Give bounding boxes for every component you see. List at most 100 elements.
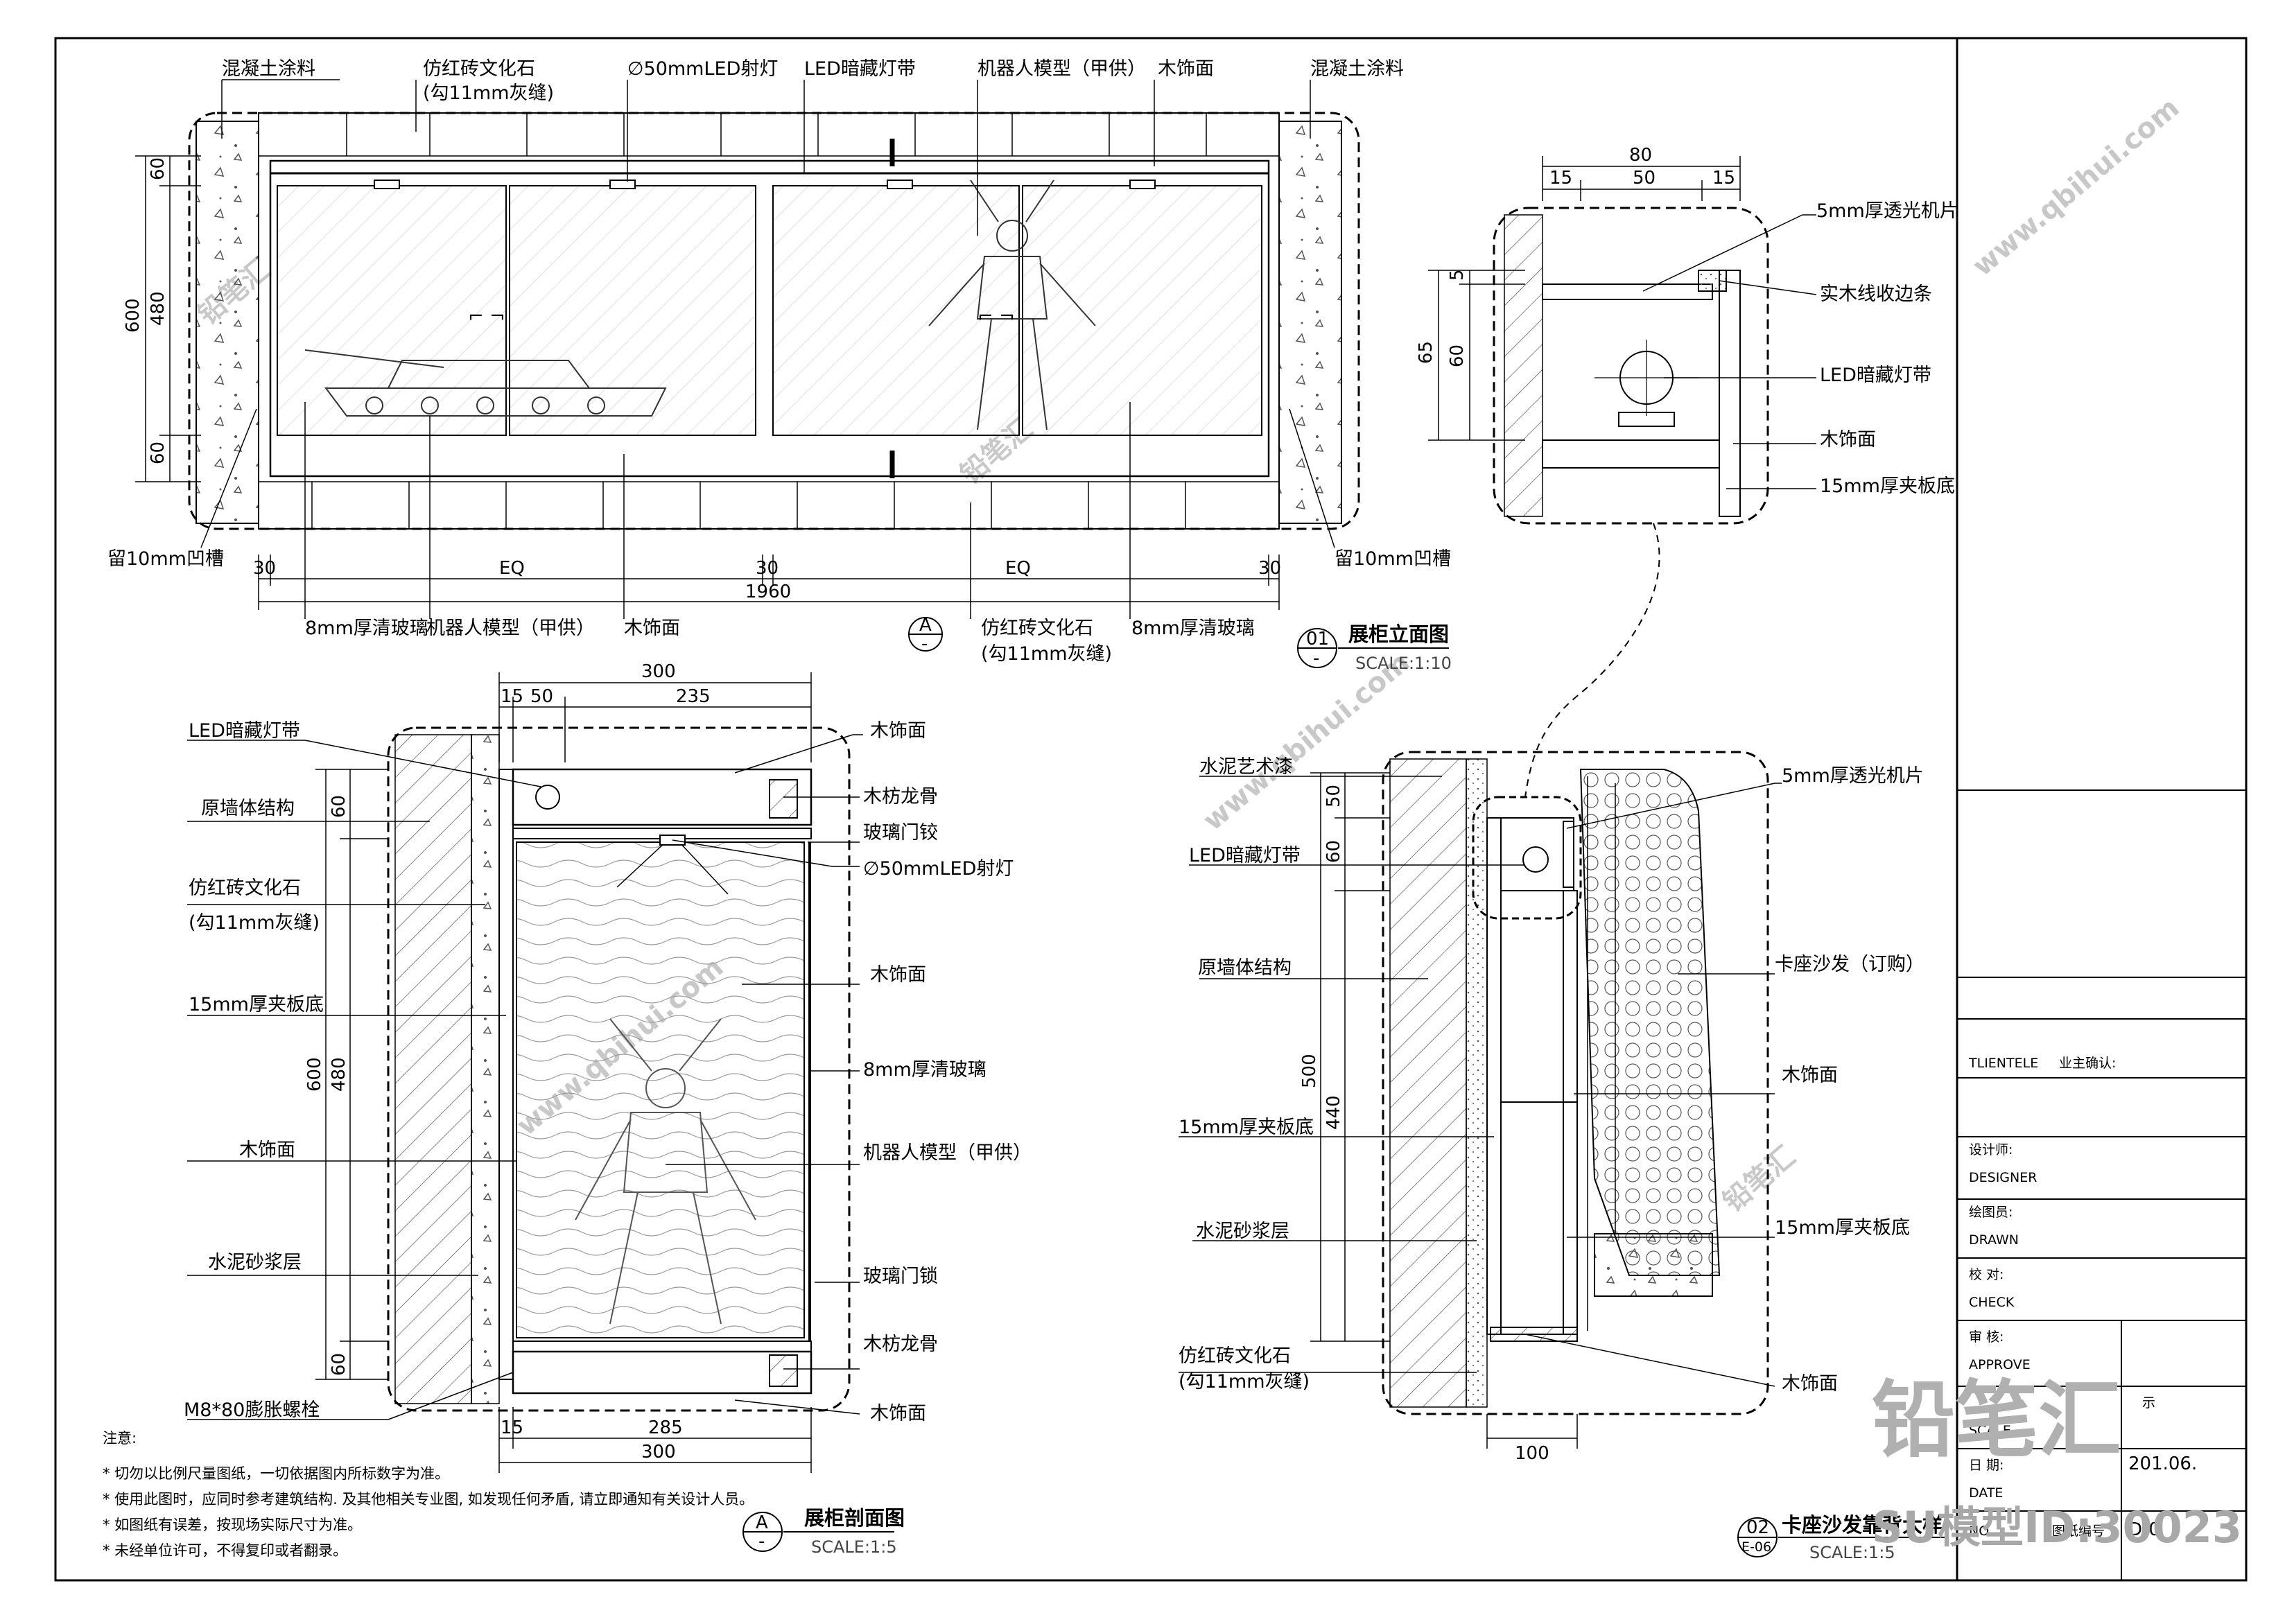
section-label-wood-bottom: 木饰面 [870,1403,926,1424]
label-wood-bottom: 木饰面 [624,618,680,639]
brick-courses [259,113,1279,529]
dim-30-left: 30 [253,558,276,579]
section-title: 展柜剖面图 [804,1506,905,1530]
detail-label-plywood: 15mm厚夹板底 [1820,475,1955,497]
dim-60-top: 60 [148,157,168,180]
section-spotlight-beam [616,841,729,895]
label-brick-bottom: 仿红砖文化石 [981,618,1093,639]
title-owner-confirm: 业主确认: [2059,1056,2116,1071]
sofa-diffuser [1563,821,1574,888]
led-spotlights [374,180,1156,189]
section-label-mortar: 水泥砂浆层 [208,1252,302,1273]
detail-label-diffuser: 5mm厚透光机片 [1816,200,1958,222]
detail-side-board [1719,270,1741,517]
detail-dim-15-left: 15 [1549,168,1572,189]
elevation-number: 01 [1306,629,1329,649]
title-no-cn: 图纸编号 [2052,1523,2105,1539]
sofa-frame-lines [1587,776,1616,1331]
detail-label-wood: 木饰面 [1820,429,1876,451]
glass-panel-4 [1022,185,1262,436]
dim-height-600: 600 [123,298,144,333]
detail-top-board [1542,283,1713,300]
dim-30-right: 30 [1258,558,1281,579]
sofa-inner-board [1563,890,1578,1335]
section-dim-300-top: 300 [641,661,676,682]
detail-dims [1428,156,1741,441]
label-robot-bottom: 机器人模型（甲供） [426,618,595,639]
title-date-value: 201.06. [2128,1453,2197,1474]
title-designer-cn: 设计师: [1969,1142,2013,1158]
section-dim-15-bottom: 15 [501,1417,523,1438]
section-label-wood-top: 木饰面 [870,720,926,742]
detail-label-led: LED暗藏灯带 [1820,365,1931,386]
dim-60-bottom: 60 [148,442,168,464]
detail-wall [1504,214,1543,517]
dim-30-center: 30 [756,558,779,579]
section-dim-285-bottom: 285 [648,1417,683,1438]
section-label-brick: 仿红砖文化石 [189,878,301,899]
sofa-backrest-frame [1500,890,1578,1335]
light-box-detail: 80 15 50 15 65 5 60 5mm厚透光机片 实木线收边条 LED暗… [1416,145,1958,798]
section-label-hinge: 玻璃门铰 [863,822,938,844]
section-label-led: LED暗藏灯带 [189,720,300,742]
section-label-wall: 原墙体结构 [201,798,295,819]
section-scale: SCALE:1:5 [811,1537,897,1557]
sofa-label-cement-paint: 水泥艺术漆 [1199,756,1293,778]
sofa-label-wood: 木饰面 [1782,1065,1838,1086]
section-dim-300-bottom: 300 [641,1442,676,1463]
dim-eq-left: EQ [499,558,525,579]
dim-eq-right: EQ [1005,558,1031,579]
notes-block: 注意: * 切勿以比例尺量图纸，一切依据图内所标数字为准。 * 使用此图时，应同… [103,1430,754,1559]
section-label-batten-top: 木枋龙骨 [863,786,938,807]
section-label-glass: 8mm厚清玻璃 [863,1059,987,1081]
elevation-horizontal-dims [258,555,1280,610]
sofa-label-diffuser: 5mm厚透光机片 [1782,765,1924,787]
detail-label-edge-trim: 实木线收边条 [1820,283,1932,305]
sofa-outline [1382,751,1769,1415]
sofa-plywood [1486,817,1502,1335]
section-bottom-board [512,1341,812,1352]
label-glass-right: 8mm厚清玻璃 [1131,618,1255,639]
detail-bottom-board [1542,439,1720,469]
sofa-base [1594,1233,1713,1297]
label-groove-left: 留10mm凹槽 [107,548,224,570]
brick-wall [258,112,1280,530]
sofa-mortar [1466,758,1488,1408]
detail-leader-curve [1524,523,1660,798]
section-bottom-box [512,1350,813,1395]
dim-total-1960: 1960 [745,582,791,602]
sofa-detail-bubble [1472,796,1582,920]
title-drawn-en: DRAWN [1969,1232,2019,1248]
section-dim-60-bottom-v: 60 [329,1353,349,1376]
section-label-wood: 木饰面 [239,1140,295,1161]
section-bottom-batten [769,1354,798,1387]
section-cut-arrow: ⌐ ¬ [977,306,1015,327]
detail-dim-80: 80 [1629,145,1652,166]
section-dim-15-top: 15 [501,686,523,707]
tank-model-icon [304,349,667,417]
label-robot-model-top: 机器人模型（甲供） [977,58,1146,80]
section-label-bolt: M8*80膨胀螺栓 [184,1399,320,1421]
section-dim-480: 480 [329,1057,349,1092]
drawing-model-id: SU模型ID:30023 [1872,1502,2242,1553]
sofa-backrest-detail: 50 60 500 440 100 水泥艺术漆 LED暗藏灯带 原墙体结构 15… [1179,751,1948,1562]
section-label-spotlight: ∅50mmLED射灯 [863,858,1014,880]
left-concrete-column [195,121,259,524]
detail-labels [1642,214,1817,489]
sofa-dim-500: 500 [1299,1054,1320,1088]
section-top-box [512,768,813,826]
detail-dim-50: 50 [1633,168,1656,189]
section-brick [471,734,500,1404]
section-top-batten [769,779,798,819]
title-date-en: DATE [1969,1485,2003,1501]
sofa-cushion [1579,769,1721,1276]
note-item: * 使用此图时，应同时参考建筑结构. 及其他相关专业图, 如发现任何矛盾, 请立… [103,1491,754,1508]
detail-dim-60: 60 [1447,344,1468,367]
section-label-lock: 玻璃门锁 [863,1266,938,1287]
section-title-letter: A [756,1512,768,1533]
wood-frame [269,159,1270,478]
sofa-label-wall: 原墙体结构 [1198,957,1292,979]
section-marker-letter: A [919,615,932,636]
section-label-batten-bottom: 木枋龙骨 [863,1334,938,1355]
